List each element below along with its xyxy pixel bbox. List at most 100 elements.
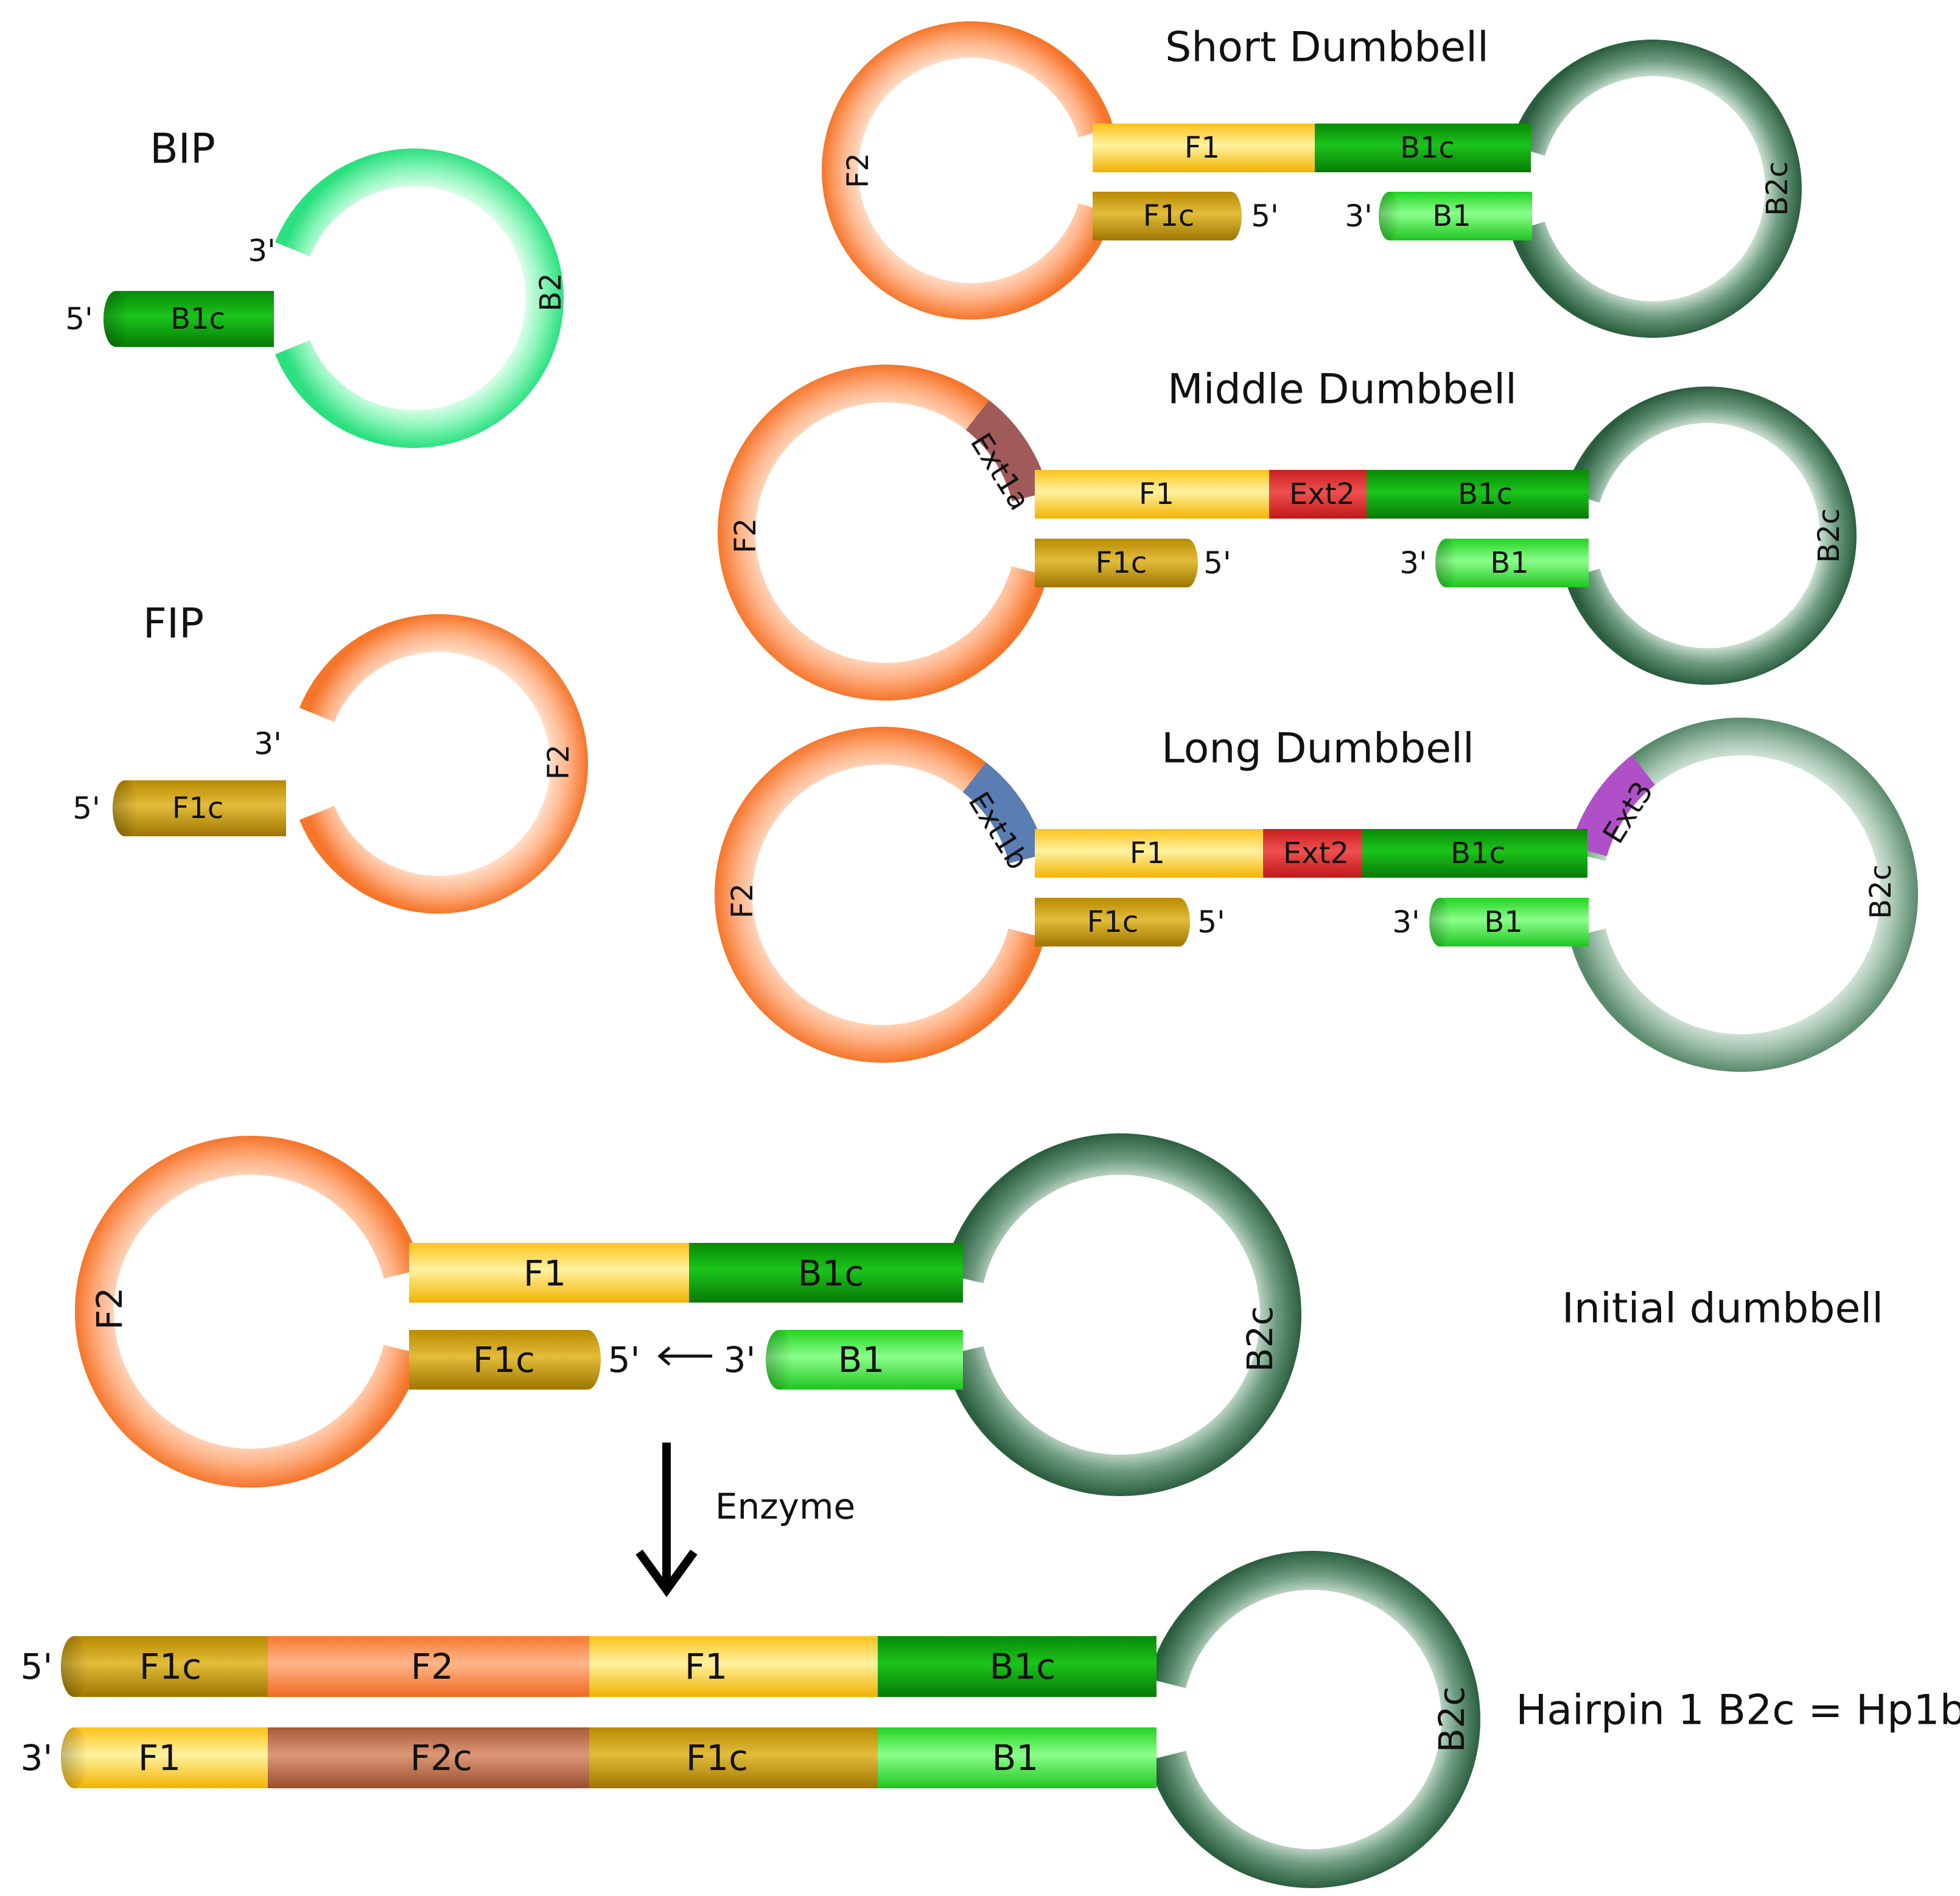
initial-f2-label: F2 xyxy=(89,1287,130,1330)
initial-b1-label: B1 xyxy=(838,1339,885,1380)
initial-b1-tube-cap xyxy=(766,1330,793,1390)
initial-b1c-label: B1c xyxy=(798,1253,864,1294)
long-ext2-label: Ext2 xyxy=(1283,836,1349,870)
middle-3prime: 3' xyxy=(1399,545,1427,581)
initial-f1c-tube xyxy=(409,1330,601,1390)
long-ext1b-arc xyxy=(962,762,1046,864)
initial-b1-tube xyxy=(766,1330,963,1390)
heading-bip: BIP xyxy=(150,125,215,173)
heading-hairpin: Hairpin 1 B2c = Hp1b xyxy=(1516,1687,1960,1735)
long-b1c-tube xyxy=(1362,829,1587,878)
hairpin-top-f1c-cap xyxy=(61,1636,88,1697)
middle-b1-tube xyxy=(1435,539,1589,587)
hairpin-b2c-label: B2c xyxy=(1431,1687,1472,1753)
long-b1-tube xyxy=(1429,898,1589,946)
fip-f2-label: F2 xyxy=(542,744,576,780)
short-5prime: 5' xyxy=(1251,198,1279,234)
middle-b1c-tube xyxy=(1367,470,1589,519)
hairpin-top-f1c-label: F1c xyxy=(139,1646,201,1687)
hairpin-top-f1c xyxy=(61,1636,273,1697)
heading-fip: FIP xyxy=(143,600,204,648)
short-right-loop-band xyxy=(1510,39,1802,338)
heading-initial-dumbbell: Initial dumbbell xyxy=(1562,1285,1883,1333)
middle-f1-tube xyxy=(1035,470,1275,519)
long-3prime: 3' xyxy=(1392,904,1420,940)
short-b1-label: B1 xyxy=(1432,199,1471,233)
initial-5prime: 5' xyxy=(608,1339,640,1380)
short-b1-tube xyxy=(1379,192,1532,240)
middle-b2c-label: B2c xyxy=(1812,508,1846,563)
long-f1-tube xyxy=(1035,829,1269,878)
short-right-loop xyxy=(1510,39,1802,338)
middle-b1c-label: B1c xyxy=(1458,477,1513,511)
long-b1c-label: B1c xyxy=(1451,836,1505,870)
initial-b2c-label: B2c xyxy=(1239,1306,1281,1373)
short-f1-tube xyxy=(1093,124,1318,172)
long-b2c-label: B2c xyxy=(1864,864,1898,919)
heading-middle-dumbbell: Middle Dumbbell xyxy=(1167,366,1517,414)
fip-f1c-tube xyxy=(113,780,286,836)
hairpin-top-b1c-label: B1c xyxy=(990,1646,1056,1687)
middle-ext1a-arc xyxy=(965,400,1049,502)
short-f1c-tube xyxy=(1093,192,1242,240)
short-b2c-label: B2c xyxy=(1760,161,1794,216)
middle-ext2-tube xyxy=(1269,470,1376,519)
bip-b1c-label: B1c xyxy=(170,302,225,336)
middle-f2-label: F2 xyxy=(729,518,763,553)
extension-arrowhead xyxy=(657,1346,671,1366)
hairpin-bottom-b1-label: B1 xyxy=(992,1737,1039,1779)
middle-b1-tube-cap xyxy=(1435,539,1457,587)
middle-f1-label: F1 xyxy=(1139,477,1174,511)
label-enzyme: Enzyme xyxy=(715,1486,855,1527)
long-f1-label: F1 xyxy=(1130,836,1165,870)
short-b1-tube-cap xyxy=(1379,192,1401,240)
fip-f1c-tube-cap xyxy=(113,780,138,836)
initial-f1c-label: F1c xyxy=(473,1339,535,1380)
long-ext3-arc xyxy=(1570,755,1656,856)
short-f1c-label: F1c xyxy=(1143,199,1195,233)
bip-loop xyxy=(275,148,564,448)
long-5prime: 5' xyxy=(1197,904,1225,940)
initial-f1-tube xyxy=(409,1243,695,1303)
hairpin-top-f1 xyxy=(589,1636,883,1697)
hairpin-bottom-f2c-label: F2c xyxy=(410,1737,472,1779)
initial-3prime: 3' xyxy=(724,1339,756,1380)
enzyme-arrowhead xyxy=(635,1549,698,1597)
fip-f1c-label: F1c xyxy=(172,791,224,825)
hairpin-bottom-f2c xyxy=(268,1727,593,1788)
long-ext2-tube xyxy=(1263,829,1370,878)
hairpin-bottom-b1 xyxy=(878,1727,1157,1788)
short-f1-label: F1 xyxy=(1185,131,1220,165)
hairpin-5prime: 5' xyxy=(21,1646,53,1687)
bip-b2-label: B2 xyxy=(534,273,568,311)
bip-b1c-tube xyxy=(103,291,275,347)
hairpin-top-f1-label: F1 xyxy=(685,1646,727,1687)
middle-f1c-label: F1c xyxy=(1096,546,1147,580)
bip-loop-band xyxy=(275,148,564,448)
long-f1c-tube xyxy=(1035,898,1190,946)
short-3prime: 3' xyxy=(1345,198,1373,234)
hairpin-3prime: 3' xyxy=(21,1737,53,1779)
heading-short-dumbbell: Short Dumbbell xyxy=(1165,24,1489,72)
bip-b1c-tube-cap xyxy=(103,291,128,347)
long-b1-label: B1 xyxy=(1484,905,1522,939)
long-b1-tube-cap xyxy=(1429,898,1451,946)
hairpin-bottom-f1c xyxy=(589,1727,883,1788)
long-f2-label: F2 xyxy=(726,883,760,918)
initial-b1c-tube xyxy=(689,1243,963,1303)
long-f1c-label: F1c xyxy=(1087,905,1139,939)
short-b1c-label: B1c xyxy=(1400,131,1455,165)
hairpin-top-f2-label: F2 xyxy=(411,1646,453,1687)
hairpin-top-b1c xyxy=(878,1636,1157,1697)
initial-f1-label: F1 xyxy=(523,1253,566,1294)
short-f2-label: F2 xyxy=(841,153,875,188)
hairpin-bottom-f1 xyxy=(61,1727,273,1788)
hairpin-bottom-f1-label: F1 xyxy=(138,1737,181,1779)
bip-3prime: 3' xyxy=(248,233,276,268)
heading-long-dumbbell: Long Dumbbell xyxy=(1161,725,1474,773)
bip-5prime: 5' xyxy=(65,301,93,337)
middle-5prime: 5' xyxy=(1203,545,1231,581)
hairpin-bottom-f1-cap xyxy=(61,1727,88,1788)
short-b1c-tube xyxy=(1315,124,1531,172)
